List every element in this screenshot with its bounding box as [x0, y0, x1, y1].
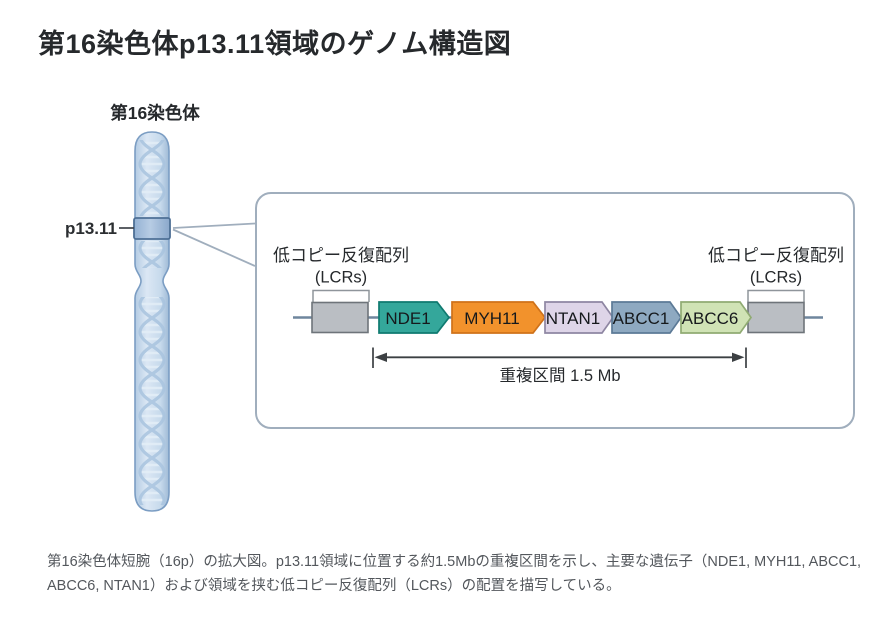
callout-wedge-top-line	[172, 222, 256, 229]
lcr-right-bracket	[747, 289, 805, 302]
gene-label-ntan1: NTAN1	[546, 309, 600, 328]
lcr-left-bracket	[312, 289, 370, 302]
gene-arrow-abcc1	[611, 301, 683, 334]
gene-arrow-ntan1	[544, 301, 615, 334]
callout-wedge	[173, 224, 254, 266]
measure-annotation: 重複区間 1.5 Mb	[372, 347, 747, 385]
helix-p-arm	[136, 140, 168, 216]
callout-wedge-bottom-line	[172, 228, 256, 267]
measure-label: 重複区間 1.5 Mb	[499, 366, 620, 385]
gene-arrow-myh11	[451, 301, 547, 334]
caption-line-2: ABCC6, NTAN1）および領域を挟む低コピー反復配列（LCRs）の配置を描…	[47, 578, 621, 594]
p13-11-band	[133, 217, 171, 240]
gene-label-myh11: MYH11	[464, 309, 519, 328]
measure-arrowhead-right	[732, 352, 745, 362]
lcr-right-box	[747, 301, 805, 334]
dna-helix-pattern	[136, 140, 168, 505]
page-title: 第16染色体p13.11領域のゲノム構造図	[38, 29, 512, 59]
lcr-left-label: 低コピー反復配列	[273, 246, 409, 265]
gene-track: NDE1 MYH11 NTAN1 ABCC1 ABCC6	[378, 301, 753, 334]
gene-arrow-abcc6	[680, 301, 753, 334]
band-label: p13.11	[65, 219, 117, 238]
helix-q-arm	[136, 297, 168, 505]
gene-label-abcc1: ABCC1	[613, 309, 670, 328]
lcr-left-box	[311, 301, 369, 334]
gene-label-nde1: NDE1	[385, 309, 430, 328]
lcr-right-label: 低コピー反復配列	[708, 246, 844, 265]
caption-line-1: 第16染色体短腕（16p）の拡大図。p13.11領域に位置する約1.5Mbの重複…	[47, 554, 862, 570]
figure-caption: 第16染色体短腕（16p）の拡大図。p13.11領域に位置する約1.5Mbの重複…	[47, 550, 867, 598]
lcr-right-sublabel: (LCRs)	[750, 269, 802, 287]
chromosome-label: 第16染色体	[110, 103, 200, 123]
lcr-left-sublabel: (LCRs)	[315, 269, 367, 287]
helix-mid	[136, 241, 168, 268]
gene-arrow-nde1	[378, 301, 451, 334]
gene-label-abcc6: ABCC6	[682, 309, 739, 328]
measure-arrowhead-left	[374, 352, 387, 362]
